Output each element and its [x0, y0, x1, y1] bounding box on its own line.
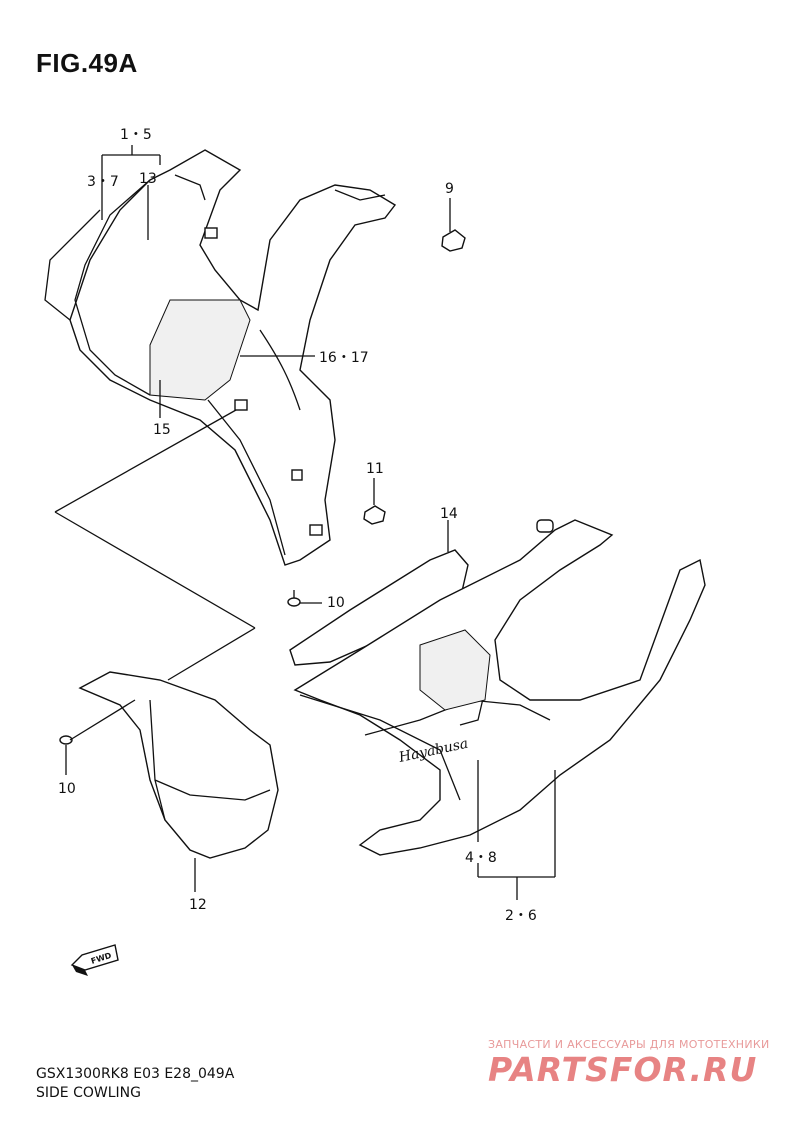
- section-name: SIDE COWLING: [36, 1085, 141, 1101]
- model-code: GSX1300RK8 E03 E28_049A: [36, 1066, 235, 1082]
- callout-4-8: 4・8: [465, 850, 497, 866]
- callout-10-upper: 10: [327, 595, 345, 611]
- inner-panel-assembly: [44, 149, 397, 566]
- grommet-11: [363, 505, 386, 525]
- callout-1-5: 1・5: [120, 127, 152, 143]
- figure-title: FIG.49A: [36, 48, 138, 78]
- callout-15: 15: [153, 422, 171, 438]
- leader-lines: [54, 145, 556, 900]
- callout-12: 12: [189, 897, 207, 913]
- callout-9: 9: [445, 181, 454, 197]
- callout-14: 14: [440, 506, 458, 522]
- callout-16-17: 16・17: [319, 350, 369, 366]
- watermark-brand: PARTSFOR.RU: [488, 1050, 758, 1089]
- lower-inner-cover-12: [78, 671, 279, 859]
- grommet-9: [441, 229, 466, 252]
- fwd-arrow-icon: FWD: [70, 944, 119, 976]
- callout-2-6: 2・6: [505, 908, 537, 924]
- callout-10-lower: 10: [58, 781, 76, 797]
- callout-11: 11: [366, 461, 384, 477]
- screw-10-lower: [59, 735, 73, 745]
- callout-13: 13: [139, 171, 157, 187]
- watermark-subtitle: ЗАПЧАСТИ И АКСЕССУАРЫ ДЛЯ МОТОТЕХНИКИ: [488, 1038, 770, 1051]
- screw-10-upper: [287, 590, 301, 607]
- callout-3-7: 3・7: [87, 174, 119, 190]
- side-cowling-main: Hayabusa: [293, 519, 706, 856]
